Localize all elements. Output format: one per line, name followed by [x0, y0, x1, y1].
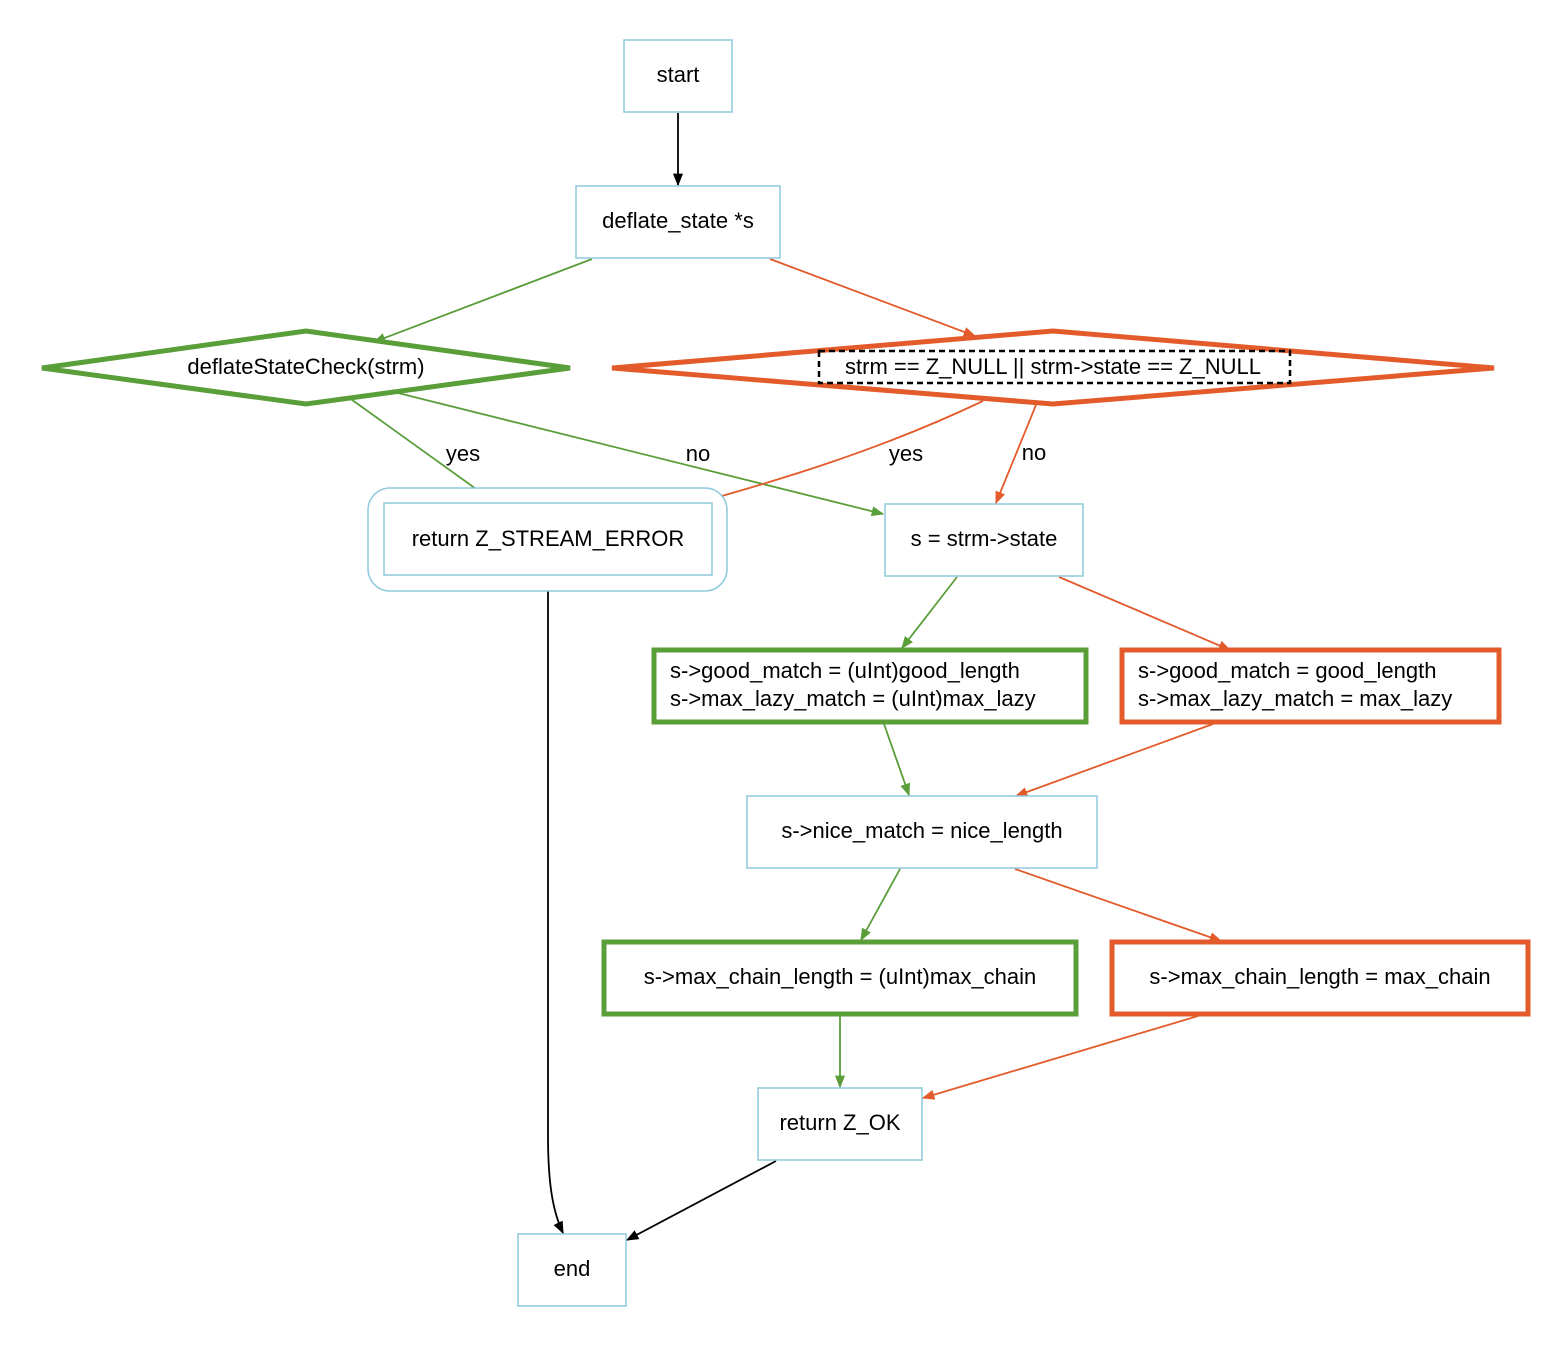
edge-check-green-no	[397, 392, 885, 517]
node-end-label: end	[554, 1256, 591, 1281]
edge-label-green-yes: yes	[446, 441, 480, 466]
edge-good-orange-to-nice	[1014, 723, 1214, 797]
node-return-error: return Z_STREAM_ERROR	[367, 487, 728, 592]
node-chain-green-label: s->max_chain_length = (uInt)max_chain	[644, 964, 1037, 989]
node-chain-orange-label: s->max_chain_length = max_chain	[1149, 964, 1490, 989]
node-return-error-label: return Z_STREAM_ERROR	[412, 526, 685, 551]
node-nice-match-label: s->nice_match = nice_length	[781, 818, 1062, 843]
edge-check-orange-yes	[691, 400, 984, 506]
node-return-ok: return Z_OK	[757, 1087, 923, 1161]
edge-chain-orange-to-return-ok	[921, 1015, 1199, 1100]
edge-return-ok-to-end	[625, 1160, 777, 1241]
node-chain-orange: s->max_chain_length = max_chain	[1109, 939, 1531, 1017]
edge-return-error-to-end	[547, 577, 564, 1235]
edge-check-green-yes	[347, 396, 499, 505]
node-return-ok-label: return Z_OK	[779, 1110, 900, 1135]
node-good-match-orange: s->good_match = good_length s->max_lazy_…	[1119, 647, 1502, 725]
node-start: start	[623, 39, 733, 113]
edge-nice-to-chain-green	[860, 868, 901, 942]
node-s-state: s = strm->state	[884, 503, 1084, 577]
node-s-state-label: s = strm->state	[911, 526, 1058, 551]
edge-nice-to-chain-orange	[1014, 868, 1223, 943]
edge-s-state-to-good-green	[901, 576, 958, 649]
node-check-green: deflateStateCheck(strm)	[41, 328, 571, 407]
edge-check-orange-no	[995, 404, 1037, 505]
node-good-match-green-line-2: s->max_lazy_match = (uInt)max_lazy	[670, 686, 1036, 711]
node-nice-match: s->nice_match = nice_length	[746, 795, 1098, 869]
node-good-match-orange-line-1: s->good_match = good_length	[1138, 658, 1436, 683]
node-good-match-green: s->good_match = (uInt)good_length s->max…	[651, 647, 1089, 725]
node-good-match-orange-line-2: s->max_lazy_match = max_lazy	[1138, 686, 1452, 711]
node-good-match-green-line-1: s->good_match = (uInt)good_length	[670, 658, 1020, 683]
node-check-orange: strm == Z_NULL || strm->state == Z_NULL	[611, 328, 1495, 407]
node-start-label: start	[657, 62, 700, 87]
edge-good-green-to-nice	[883, 723, 910, 797]
edge-deflate-state-to-check-green	[372, 258, 593, 343]
edge-label-green-no: no	[686, 441, 710, 466]
node-deflate-state: deflate_state *s	[575, 185, 781, 259]
node-deflate-state-label: deflate_state *s	[602, 208, 754, 233]
edge-deflate-state-to-check-orange	[769, 258, 977, 337]
node-check-orange-focus-box	[817, 349, 1292, 385]
node-chain-green: s->max_chain_length = (uInt)max_chain	[601, 939, 1079, 1017]
edge-label-orange-no: no	[1022, 440, 1046, 465]
node-check-green-label: deflateStateCheck(strm)	[187, 354, 424, 379]
node-check-orange-label: strm == Z_NULL || strm->state == Z_NULL	[845, 354, 1261, 379]
node-end: end	[517, 1233, 627, 1307]
edge-s-state-to-good-orange	[1058, 576, 1232, 651]
edge-label-orange-yes: yes	[889, 441, 923, 466]
